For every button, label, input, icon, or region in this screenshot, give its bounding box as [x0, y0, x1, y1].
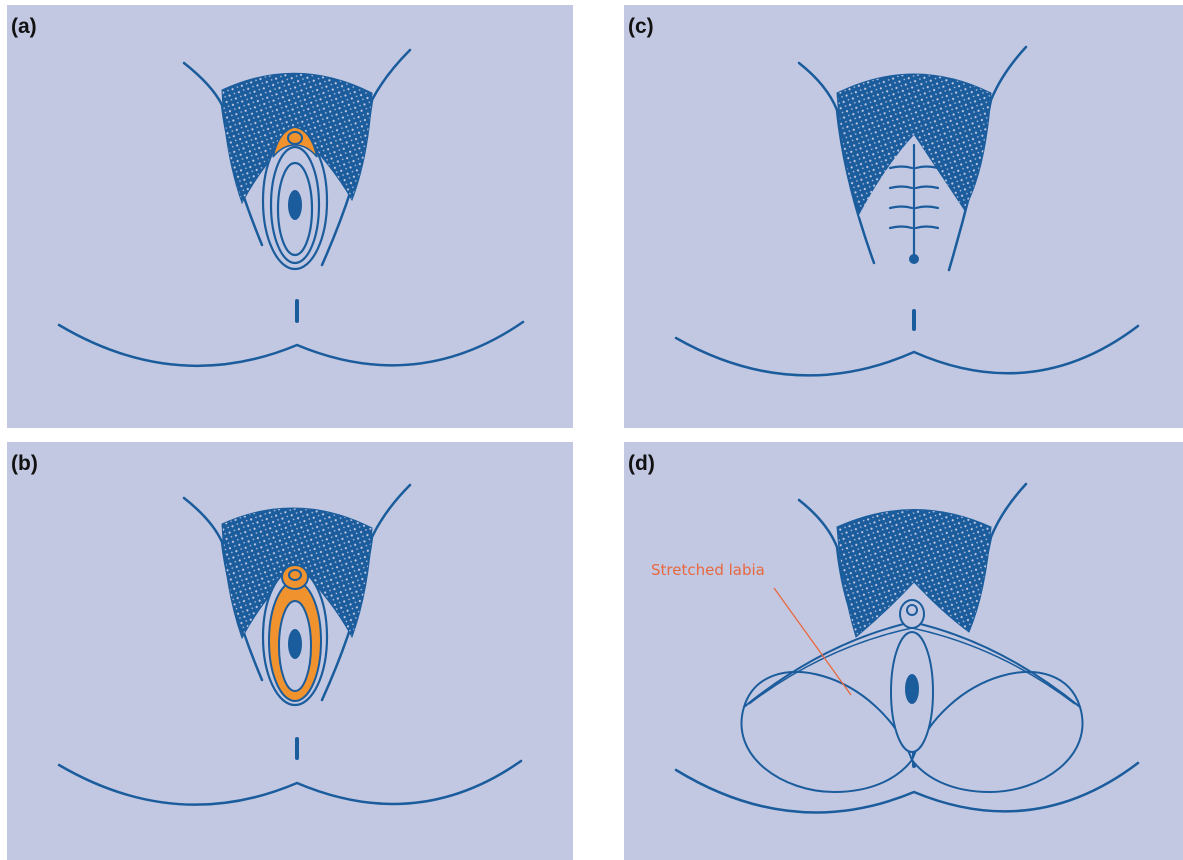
vaginal-opening: [288, 190, 302, 220]
buttock-curve: [59, 761, 521, 805]
illustration-a: [7, 5, 573, 428]
clitoral-hood-highlight: [282, 565, 308, 589]
buttock-curve: [59, 322, 523, 366]
illustration-d: Stretched labia: [624, 442, 1183, 860]
buttock-curve: [676, 326, 1138, 375]
panel-c: (c): [624, 5, 1183, 428]
panel-a: (a): [7, 5, 573, 428]
annotation-stretched-labia: Stretched labia: [651, 561, 765, 579]
illustration-c: [624, 5, 1183, 428]
illustration-b: [7, 442, 573, 860]
vaginal-opening: [288, 629, 302, 659]
remaining-opening: [909, 254, 919, 264]
panel-d: (d) Stretched labia: [624, 442, 1183, 860]
vaginal-opening: [905, 674, 919, 704]
buttock-curve: [676, 763, 1138, 812]
panel-b: (b): [7, 442, 573, 860]
